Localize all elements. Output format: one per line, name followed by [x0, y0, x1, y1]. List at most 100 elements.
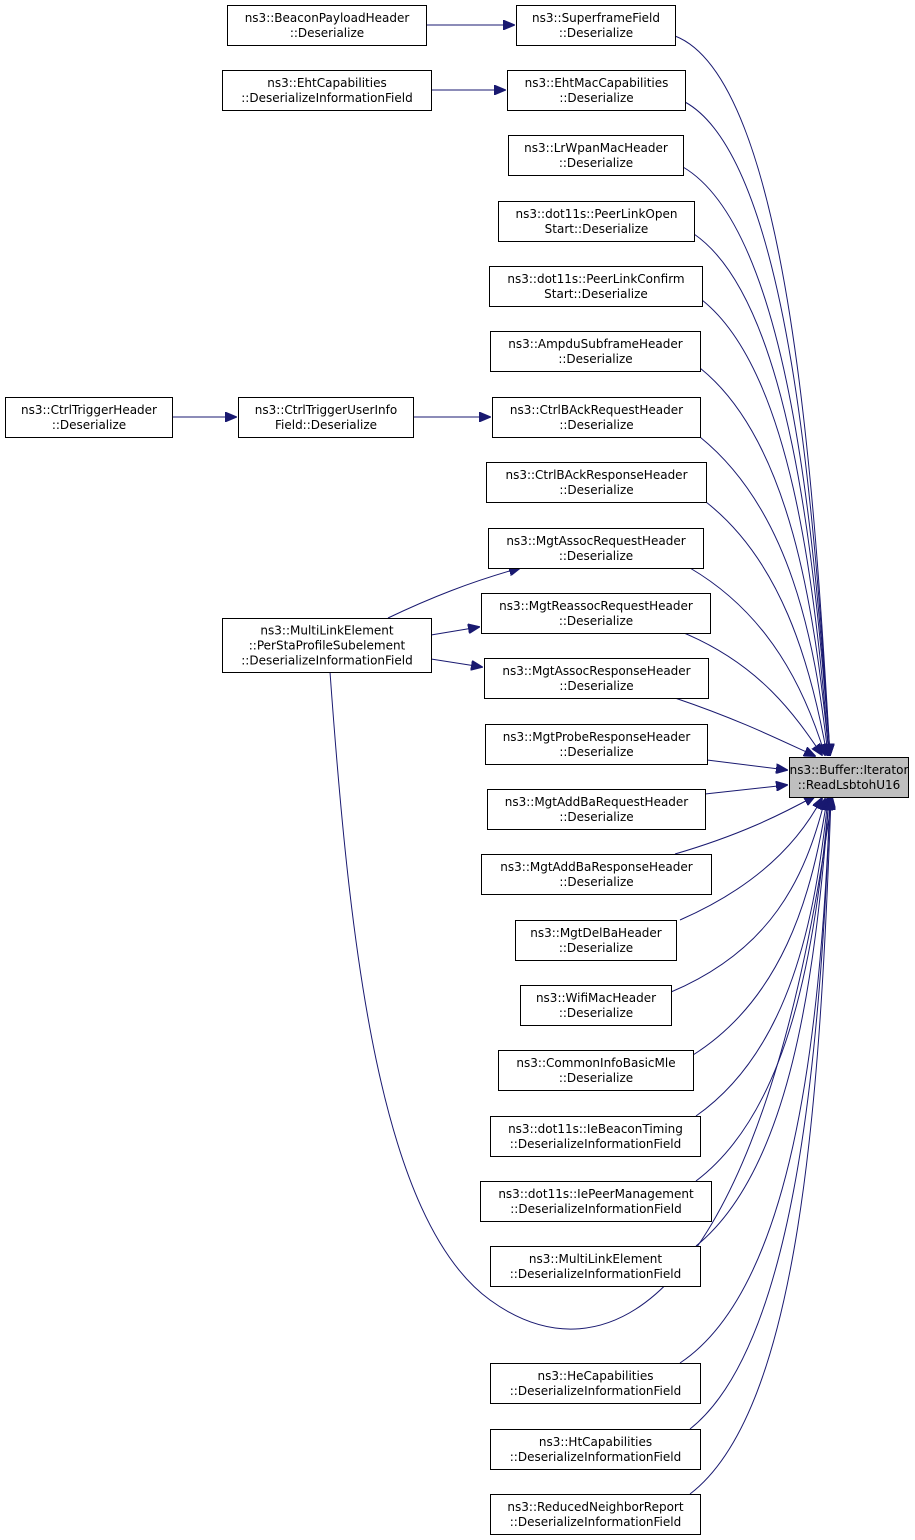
node-label-line: ns3::EhtMacCapabilities	[525, 76, 669, 90]
node-label-line: ns3::ReducedNeighborReport	[507, 1500, 683, 1514]
node-box	[490, 1246, 701, 1287]
node-label-line: ns3::LrWpanMacHeader	[524, 141, 668, 155]
node-box	[485, 724, 708, 765]
node-hecap[interactable]: ns3::HeCapabilities::DeserializeInformat…	[490, 1363, 701, 1404]
edges-layer	[172, 25, 832, 1495]
node-label-line: ns3::dot11s::IeBeaconTiming	[508, 1122, 683, 1136]
edge-n_mgtassocreq-to-target	[689, 567, 825, 755]
node-label-line: Start::Deserialize	[544, 287, 648, 301]
node-iepeermgmt[interactable]: ns3::dot11s::IePeerManagement::Deseriali…	[480, 1181, 712, 1222]
edge-n_ctrlbackreq-to-target	[699, 436, 828, 755]
node-label-line: ::Deserialize	[559, 26, 633, 40]
node-reducedneighbor[interactable]: ns3::ReducedNeighborReport::DeserializeI…	[490, 1494, 701, 1535]
edge-n_mgtaddbareq-to-target	[704, 785, 787, 795]
node-label-line: ns3::Buffer::Iterator	[790, 763, 909, 777]
node-mgtdelba[interactable]: ns3::MgtDelBaHeader::Deserialize	[515, 920, 677, 961]
node-label-line: ::Deserialize	[559, 483, 633, 497]
node-box	[227, 5, 427, 46]
node-label-line: ns3::SuperframeField	[532, 11, 660, 25]
node-label-line: ::DeserializeInformationField	[241, 654, 412, 668]
node-label-line: ns3::MgtAddBaRequestHeader	[505, 795, 689, 809]
node-peerlinkconfirm[interactable]: ns3::dot11s::PeerLinkConfirmStart::Deser…	[489, 266, 703, 307]
node-ctrltrigger[interactable]: ns3::CtrlTriggerHeader::Deserialize	[5, 397, 173, 438]
node-superframe[interactable]: ns3::SuperframeField::Deserialize	[516, 5, 676, 46]
node-box	[515, 920, 677, 961]
node-label-line: ns3::MgtAddBaResponseHeader	[500, 860, 692, 874]
edge-n_wifimac-to-target	[670, 799, 825, 993]
node-label-line: ns3::BeaconPayloadHeader	[245, 11, 410, 25]
node-box	[5, 397, 173, 438]
node-label-line: ns3::MgtReassocRequestHeader	[499, 599, 693, 613]
edge-n_mgtreassocreq-to-target	[683, 632, 822, 755]
node-label-line: ::DeserializeInformationField	[510, 1137, 681, 1151]
node-label-line: ::DeserializeInformationField	[510, 1202, 681, 1216]
node-wifimac[interactable]: ns3::WifiMacHeader::Deserialize	[520, 985, 672, 1026]
node-lrwpan[interactable]: ns3::LrWpanMacHeader::Deserialize	[508, 135, 684, 176]
node-box	[508, 135, 684, 176]
edge-n_peerlinkconfirm-to-target	[701, 299, 829, 755]
node-label-line: ::DeserializeInformationField	[510, 1450, 681, 1464]
node-label-line: ::Deserialize	[559, 1071, 633, 1085]
node-box	[498, 201, 695, 242]
edge-n_mgtdelba-to-target	[679, 798, 822, 921]
node-box	[490, 1494, 701, 1535]
node-label-line: ns3::CtrlBAckRequestHeader	[510, 403, 683, 417]
node-peerlinkopen[interactable]: ns3::dot11s::PeerLinkOpenStart::Deserial…	[498, 201, 695, 242]
node-beaconpayload[interactable]: ns3::BeaconPayloadHeader::Deserialize	[227, 5, 427, 46]
node-mgtproberesp[interactable]: ns3::MgtProbeResponseHeader::Deserialize	[485, 724, 708, 765]
node-ctrltriggeruser[interactable]: ns3::CtrlTriggerUserInfoField::Deseriali…	[238, 397, 414, 438]
node-box	[490, 331, 701, 372]
edge-n_ehtmaccap-to-target	[684, 101, 830, 755]
node-box	[498, 1050, 694, 1091]
node-mgtassocresp[interactable]: ns3::MgtAssocResponseHeader::Deserialize	[484, 658, 709, 699]
node-ampdu[interactable]: ns3::AmpduSubframeHeader::Deserialize	[490, 331, 701, 372]
node-mgtaddbaresp[interactable]: ns3::MgtAddBaResponseHeader::Deserialize	[481, 854, 712, 895]
node-box	[516, 5, 676, 46]
node-label-line: Start::Deserialize	[545, 222, 649, 236]
node-label-line: ::Deserialize	[559, 614, 633, 628]
node-label-line: ns3::AmpduSubframeHeader	[508, 337, 683, 351]
node-ehtcap[interactable]: ns3::EhtCapabilities::DeserializeInforma…	[222, 70, 432, 111]
node-ehtmaccap[interactable]: ns3::EhtMacCapabilities::Deserialize	[507, 70, 686, 111]
node-label-line: ::Deserialize	[52, 418, 126, 432]
node-label-line: ns3::HtCapabilities	[539, 1435, 652, 1449]
edge-n_superframe-to-target	[674, 35, 830, 755]
node-ctrlbackresp[interactable]: ns3::CtrlBAckResponseHeader::Deserialize	[486, 462, 707, 503]
node-box	[222, 618, 432, 673]
edge-n_htcap-to-target	[689, 799, 830, 1430]
edge-n_mgtassocresp-to-target	[674, 697, 815, 756]
nodes-layer: ns3::SuperframeField::Deserialize ns3::Be…	[5, 5, 909, 1535]
node-label-line: ::Deserialize	[559, 679, 633, 693]
node-label-line: ::Deserialize	[559, 91, 633, 105]
edge-n_ampdu-to-target	[699, 367, 829, 755]
node-box	[490, 1363, 701, 1404]
node-commoninfo[interactable]: ns3::CommonInfoBasicMle::Deserialize	[498, 1050, 694, 1091]
node-box	[490, 1429, 701, 1470]
node-iebeacontiming[interactable]: ns3::dot11s::IeBeaconTiming::Deserialize…	[490, 1116, 701, 1157]
node-box	[481, 854, 712, 895]
node-box	[490, 1116, 701, 1157]
node-label-line: ns3::WifiMacHeader	[536, 991, 656, 1005]
node-multilink[interactable]: ns3::MultiLinkElement::DeserializeInform…	[490, 1246, 701, 1287]
node-label-line: ::PerStaProfileSubelement	[249, 639, 406, 653]
node-box	[480, 1181, 712, 1222]
node-target[interactable]: ns3::Buffer::Iterator::ReadLsbtohU16	[789, 757, 909, 798]
node-box	[492, 397, 701, 438]
node-label-line: ns3::CommonInfoBasicMle	[516, 1056, 675, 1070]
node-label-line: ns3::CtrlTriggerUserInfo	[255, 403, 397, 417]
node-label-line: ::Deserialize	[559, 1006, 633, 1020]
node-perstaprofile[interactable]: ns3::MultiLinkElement::PerStaProfileSube…	[222, 618, 432, 673]
node-label-line: ns3::CtrlBAckResponseHeader	[505, 468, 687, 482]
node-label-line: ::Deserialize	[558, 352, 632, 366]
edge-n_commoninfo-to-target	[692, 799, 827, 1056]
node-htcap[interactable]: ns3::HtCapabilities::DeserializeInformat…	[490, 1429, 701, 1470]
node-mgtreassocreq[interactable]: ns3::MgtReassocRequestHeader::Deserializ…	[481, 593, 711, 634]
edge-n_mgtproberesp-to-target	[706, 759, 787, 770]
node-label-line: Field::Deserialize	[275, 418, 377, 432]
node-box	[520, 985, 672, 1026]
node-box	[488, 528, 704, 569]
node-mgtassocreq[interactable]: ns3::MgtAssocRequestHeader::Deserialize	[488, 528, 704, 569]
node-mgtaddbareq[interactable]: ns3::MgtAddBaRequestHeader::Deserialize	[487, 789, 706, 830]
node-ctrlbackreq[interactable]: ns3::CtrlBAckRequestHeader::Deserialize	[492, 397, 701, 438]
